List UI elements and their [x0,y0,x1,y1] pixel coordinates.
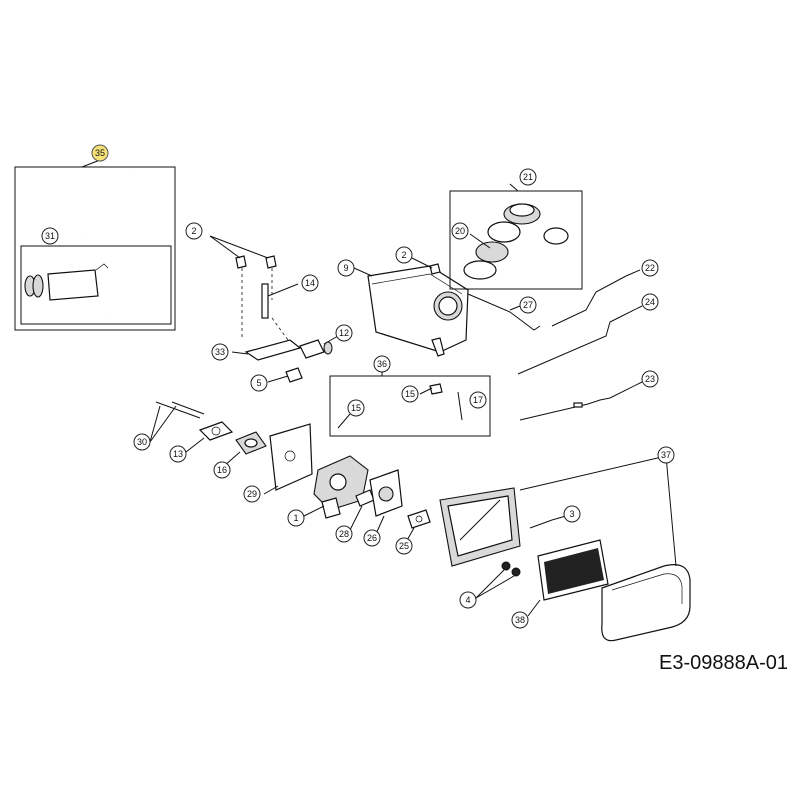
svg-text:20: 20 [455,226,465,236]
callout-14: 14 [301,274,319,292]
callout-21: 21 [519,168,537,186]
svg-text:4: 4 [465,595,470,605]
svg-text:30: 30 [137,437,147,447]
callout-2-bolts: 2 [185,222,203,240]
rod-part-22 [551,269,641,327]
svg-text:22: 22 [645,263,655,273]
svg-text:31: 31 [45,231,55,241]
callout-4: 4 [459,591,477,609]
callout-28: 28 [335,525,353,543]
svg-text:2: 2 [191,226,196,236]
svg-text:21: 21 [523,172,533,182]
heat-shield-part-29 [263,423,313,495]
callout-3: 3 [563,505,581,523]
screw-part-2-tank [411,257,441,275]
bracket-part-33 [231,317,302,361]
svg-text:28: 28 [339,529,349,539]
callout-24: 24 [641,293,659,311]
svg-text:36: 36 [377,359,387,369]
callout-25: 25 [395,537,413,555]
carburetor-part-1 [303,455,369,519]
post-part-14 [261,283,299,319]
svg-text:35: 35 [95,148,105,158]
fuel-filter-line-part-31 [24,259,164,319]
svg-text:25: 25 [399,541,409,551]
air-filter-base-part [439,487,521,567]
valve-part-12 [299,335,339,359]
callout-30: 30 [133,433,151,451]
svg-text:12: 12 [339,328,349,338]
callout-1: 1 [287,509,305,527]
svg-text:9: 9 [343,263,348,273]
studs-part-30 [149,401,205,443]
callout-26: 26 [363,529,381,547]
group-35-box [14,159,176,331]
spacer-part-26 [369,469,403,535]
svg-text:33: 33 [215,347,225,357]
svg-text:24: 24 [645,297,655,307]
svg-text:2: 2 [401,250,406,260]
rod-part-24 [517,305,643,375]
fuel-cap-group-21 [449,183,583,290]
svg-text:38: 38 [515,615,525,625]
svg-text:14: 14 [305,278,315,288]
svg-text:16: 16 [217,465,227,475]
svg-text:1: 1 [293,513,298,523]
svg-text:15: 15 [351,403,361,413]
svg-text:29: 29 [247,489,257,499]
callout-15-left: 15 [347,399,365,417]
clamp-part-5 [267,367,303,383]
callout-27: 27 [519,296,537,314]
callout-9: 9 [337,259,355,277]
callout-36: 36 [373,355,391,373]
callout-15-right: 15 [401,385,419,403]
callout-31: 31 [41,227,59,245]
callout-16: 16 [213,461,231,479]
callout-22: 22 [641,259,659,277]
svg-text:17: 17 [473,395,483,405]
callout-17: 17 [469,391,487,409]
screw-part-3 [529,515,567,529]
air-filter-element-part-38 [527,539,609,617]
nuts-part-4 [475,561,521,599]
insulator-part-16 [223,431,267,467]
callout-5: 5 [250,374,268,392]
svg-text:23: 23 [645,374,655,384]
fuel-line-group-36 [329,372,491,437]
callout-20: 20 [451,222,469,240]
rod-part-23 [519,381,643,421]
svg-text:3: 3 [569,509,574,519]
callout-37: 37 [657,446,675,464]
callout-33: 33 [211,343,229,361]
svg-text:37: 37 [661,450,671,460]
callout-29: 29 [243,485,261,503]
rod-part-27 [467,293,541,331]
svg-text:15: 15 [405,389,415,399]
svg-text:26: 26 [367,533,377,543]
callout-23: 23 [641,370,659,388]
svg-text:5: 5 [256,378,261,388]
callout-13: 13 [169,445,187,463]
callout-2-tank: 2 [395,246,413,264]
drawing-code-label: E3-09888A-01 [659,652,788,674]
gasket-part-25 [405,509,431,543]
fuel-tank-part-9 [353,265,469,357]
gasket-part-13 [185,421,234,453]
fuel-line-part-35 [80,171,143,240]
callout-38: 38 [511,611,529,629]
svg-text:27: 27 [523,300,533,310]
svg-text:13: 13 [173,449,183,459]
air-filter-cover-part [519,455,691,642]
callout-12: 12 [335,324,353,342]
callout-35: 35 [91,144,109,162]
